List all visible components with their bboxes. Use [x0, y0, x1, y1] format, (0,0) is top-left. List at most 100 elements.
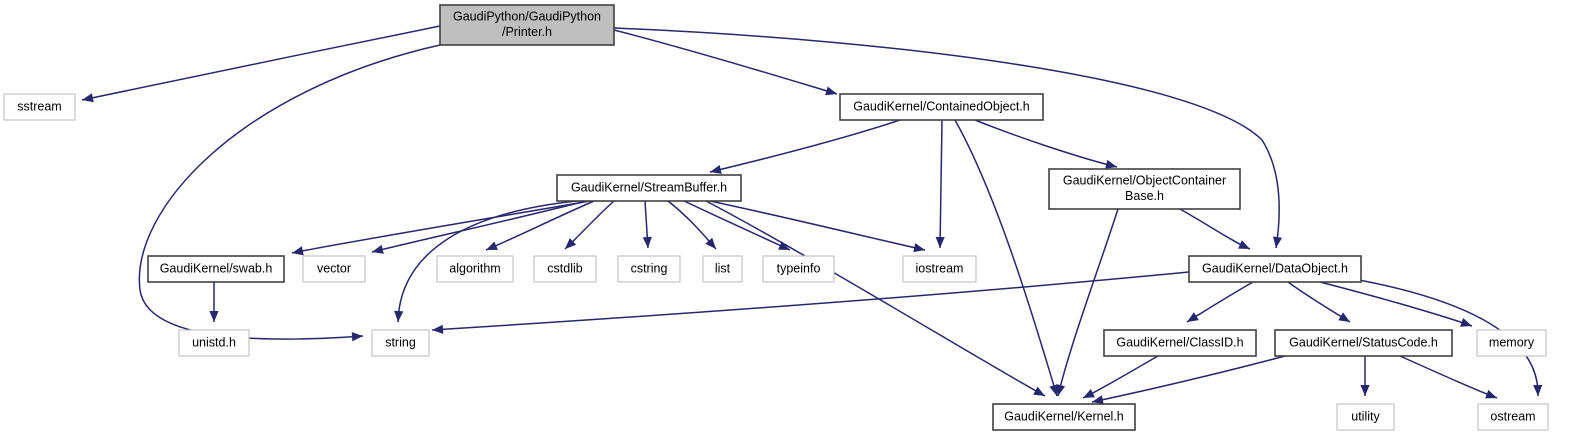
node-box[interactable] [178, 329, 250, 357]
node-cstdlib[interactable]: cstdlib [533, 255, 597, 283]
node-box[interactable] [371, 329, 430, 357]
node-list[interactable]: list [702, 255, 743, 283]
node-string[interactable]: string [371, 329, 430, 357]
edge-arrowhead [1187, 312, 1199, 322]
edge-arrowhead [209, 311, 219, 322]
node-contained[interactable]: GaudiKernel/ContainedObject.h [839, 93, 1044, 121]
node-label: string [385, 335, 416, 349]
edge-arrowhead [1105, 159, 1117, 169]
node-box[interactable] [556, 174, 742, 202]
edge-arrowhead [565, 238, 577, 249]
edge-swab-to-unistd [209, 282, 219, 322]
node-label: ostream [1490, 409, 1535, 423]
node-box[interactable] [702, 255, 743, 283]
edge-arrowhead [1360, 385, 1370, 396]
edge-streambuf-to-cstdlib [564, 200, 615, 250]
node-box[interactable] [436, 255, 514, 283]
node-label: list [715, 261, 731, 275]
edge-streambuf-to-list [667, 200, 717, 250]
edge-arrowhead [778, 241, 790, 250]
edge-contained-to-streambuf [709, 119, 901, 174]
edge-line [431, 271, 1190, 331]
node-box[interactable] [1477, 403, 1549, 431]
node-box[interactable] [839, 93, 1044, 121]
node-printer[interactable]: GaudiPython/GaudiPython/Printer.h [439, 4, 615, 46]
edge-arrowhead [1533, 384, 1543, 396]
node-box[interactable] [439, 4, 615, 46]
edge-arrowhead [1238, 240, 1250, 249]
node-kernel[interactable]: GaudiKernel/Kernel.h [992, 403, 1136, 431]
node-iostream[interactable]: iostream [902, 255, 977, 283]
node-streambuf[interactable]: GaudiKernel/StreamBuffer.h [556, 174, 742, 202]
node-label: algorithm [449, 261, 500, 275]
edge-line [974, 119, 1118, 168]
node-statuscode[interactable]: GaudiKernel/StatusCode.h [1274, 329, 1453, 357]
node-box[interactable] [762, 255, 835, 283]
node-box[interactable] [147, 255, 285, 283]
node-box[interactable] [302, 255, 366, 283]
edge-streambuf-to-typeinfo [683, 200, 791, 251]
edge-streambuf-to-swab [291, 200, 591, 256]
node-box[interactable] [1103, 329, 1257, 357]
edge-arrowhead [372, 244, 384, 254]
edge-line [683, 200, 791, 251]
edge-arrowhead [710, 164, 722, 174]
edge-line [1399, 355, 1498, 399]
node-box[interactable] [992, 403, 1136, 431]
edge-line [1179, 208, 1251, 250]
node-label: unistd.h [192, 335, 236, 349]
edge-line [397, 200, 578, 323]
node-box[interactable] [617, 255, 681, 283]
edge-dataobject-to-ostream [1347, 277, 1543, 397]
edge-line [138, 44, 441, 340]
edge-arrowhead [825, 86, 837, 96]
node-box[interactable] [1188, 255, 1362, 283]
node-typeinfo[interactable]: typeinfo [762, 255, 835, 283]
edge-line [1186, 281, 1254, 323]
node-label: GaudiKernel/StreamBuffer.h [571, 180, 727, 194]
edge-statuscode-to-kernel [1091, 355, 1286, 405]
edge-arrowhead [486, 241, 498, 250]
edge-arrowhead [1485, 389, 1497, 399]
node-box[interactable] [1476, 329, 1547, 357]
node-box[interactable] [1274, 329, 1453, 357]
node-vector[interactable]: vector [302, 255, 366, 283]
node-memory[interactable]: memory [1476, 329, 1547, 357]
node-box[interactable] [1048, 168, 1241, 210]
edge-arrowhead [1338, 312, 1350, 322]
node-label: GaudiKernel/ClassID.h [1116, 335, 1243, 349]
node-unistd[interactable]: unistd.h [178, 329, 250, 357]
edge-line [291, 200, 591, 254]
node-box[interactable] [902, 255, 977, 283]
node-box[interactable] [533, 255, 597, 283]
node-classid[interactable]: GaudiKernel/ClassID.h [1103, 329, 1257, 357]
edge-streambuf-to-iostream [709, 200, 926, 253]
edge-contained-to-iostream [935, 119, 945, 249]
edge-streambuf-to-algorithm [485, 200, 595, 251]
node-box[interactable] [1336, 403, 1395, 431]
node-label: iostream [916, 261, 964, 275]
node-utility[interactable]: utility [1336, 403, 1395, 431]
edge-objcontbase-to-kernel [1056, 208, 1119, 397]
edge-line [954, 119, 1058, 397]
edge-streambuf-to-vector [371, 200, 587, 254]
node-label: utility [1351, 409, 1380, 423]
edge-objcontbase-to-dataobject [1179, 208, 1251, 250]
node-sstream[interactable]: sstream [3, 93, 76, 121]
node-cstring[interactable]: cstring [617, 255, 681, 283]
node-ostream[interactable]: ostream [1477, 403, 1549, 431]
edge-line [1347, 277, 1539, 397]
node-algorithm[interactable]: algorithm [436, 255, 514, 283]
edge-printer-to-dataobject [613, 27, 1283, 249]
node-swab[interactable]: GaudiKernel/swab.h [147, 255, 285, 283]
edge-dataobject-to-statuscode [1287, 281, 1351, 323]
edge-arrowhead [432, 324, 444, 334]
node-dataobject[interactable]: GaudiKernel/DataObject.h [1188, 255, 1362, 283]
edge-contained-to-kernel [954, 119, 1059, 397]
edge-line [709, 200, 926, 251]
edge-arrowhead [351, 332, 363, 342]
node-box[interactable] [3, 93, 76, 121]
